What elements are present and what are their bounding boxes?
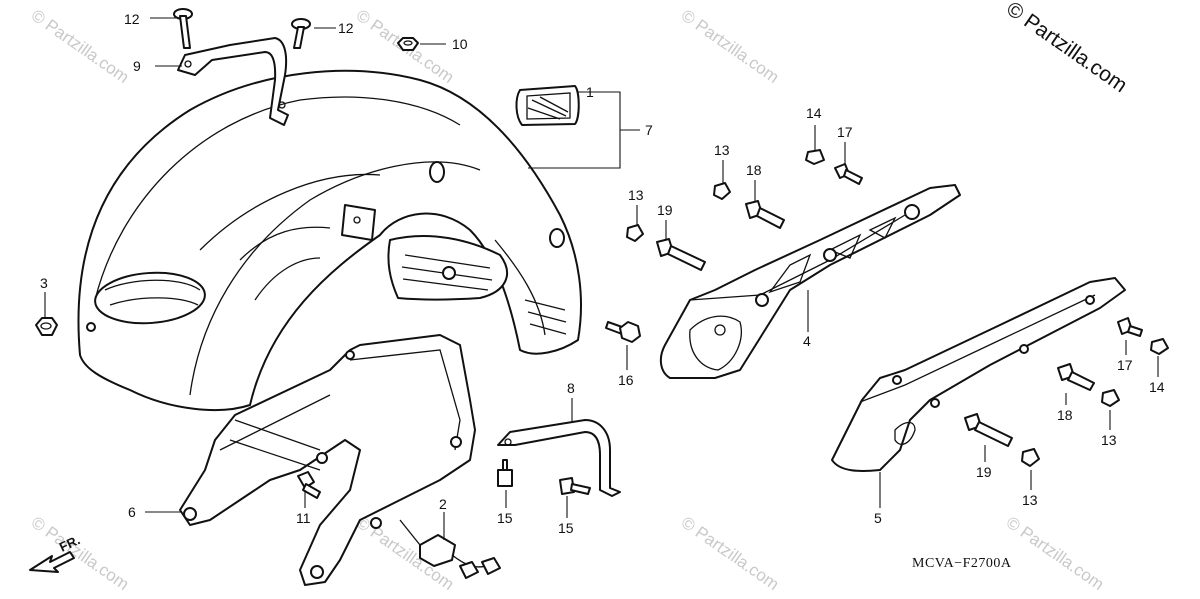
callout-6: 6 [128,504,136,520]
nut-13 [1101,389,1120,407]
callout-14: 14 [1149,379,1165,395]
callout-8: 8 [567,380,575,396]
callout-3: 3 [40,275,48,291]
callout-19: 19 [976,464,992,480]
rear-fender [77,69,582,411]
callout-4: 4 [803,333,811,349]
bolt-12 [173,8,193,49]
diagram-code: MCVA−F2700A [912,556,1012,571]
watermark: © Partzilla.com [678,6,783,87]
callout-18: 18 [746,162,762,178]
watermark: © Partzilla.com [1003,513,1108,594]
callout-13: 13 [628,187,644,203]
nut-13 [713,182,731,200]
callout-18: 18 [1057,407,1073,423]
bolt-18 [1057,363,1095,391]
watermark: © Partzilla.com [28,6,133,87]
callouts: 12 12 10 9 1 7 14 17 13 18 13 19 3 16 4 … [40,11,1165,536]
harness-connector [399,519,501,579]
leader-lines [44,17,1159,540]
watermark: © Partzilla.com [678,513,783,594]
callout-1: 1 [586,84,594,100]
bolt-18 [745,200,785,229]
nut-14 [805,149,825,165]
callout-13: 13 [714,142,730,158]
reflector [515,85,580,126]
callout-15: 15 [497,510,513,526]
nut-13 [626,224,644,242]
inner-fender-panel [387,234,509,301]
bolt-17 [834,163,863,185]
callout-17: 17 [837,124,853,140]
callout-12: 12 [124,11,140,27]
grab-rail-left [831,277,1126,472]
bolt-15 [497,459,513,487]
bolt-15 [559,477,591,495]
callout-2: 2 [439,496,447,512]
callout-12: 12 [338,20,354,36]
callout-10: 10 [452,36,468,52]
bolt-11 [297,471,321,499]
watermark: © Partzilla.com [28,513,133,594]
bolt-12 [291,18,311,49]
callout-15: 15 [558,520,574,536]
fender-stay [179,334,476,586]
grab-rail-right [659,184,961,379]
bolt-19 [656,238,706,271]
nut-3 [35,317,58,336]
callout-14: 14 [806,105,822,121]
callout-7: 7 [645,122,653,138]
copyright-text: © Partzilla.com [1002,0,1131,97]
nut-10 [397,37,419,51]
bolt-16 [605,321,641,343]
callout-17: 17 [1117,357,1133,373]
callout-19: 19 [657,202,673,218]
bolt-19 [964,413,1013,447]
nut-14 [1150,338,1169,355]
callout-13: 13 [1022,492,1038,508]
bolt-17 [1117,317,1143,337]
bracket-8 [497,419,621,497]
wire-guide [177,37,289,126]
callout-5: 5 [874,510,882,526]
callout-9: 9 [133,58,141,74]
nut-13 [1021,448,1040,467]
callout-11: 11 [296,510,311,526]
callout-13: 13 [1101,432,1117,448]
callout-16: 16 [618,372,634,388]
